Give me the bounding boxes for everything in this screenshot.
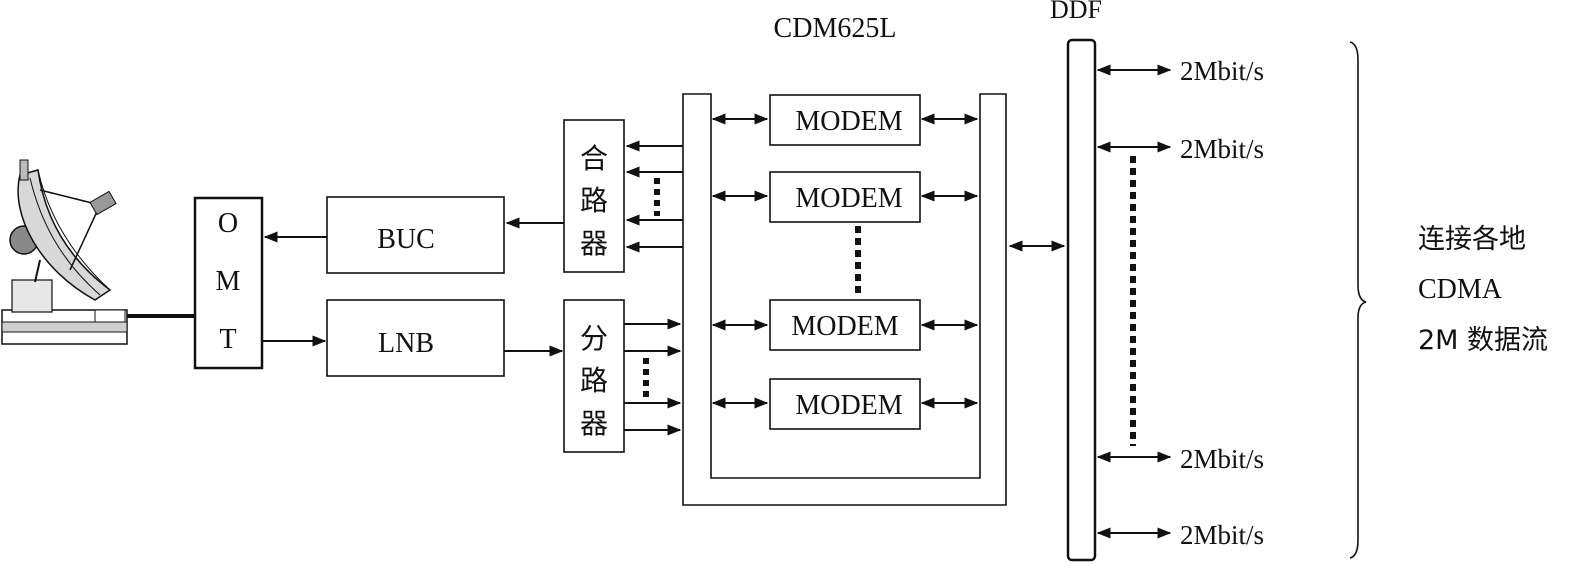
right-brace bbox=[1349, 41, 1367, 559]
rate-row-4: 2Mbit/s bbox=[1096, 520, 1264, 550]
modem-3: MODEM bbox=[711, 299, 979, 351]
svg-text:2Mbit/s: 2Mbit/s bbox=[1180, 444, 1264, 474]
omt-letter-m: M bbox=[216, 266, 241, 297]
lnb-block: LNB bbox=[326, 299, 505, 377]
svg-text:MODEM: MODEM bbox=[791, 311, 898, 342]
cdm625l-chassis bbox=[682, 93, 1007, 506]
buc-block: BUC bbox=[326, 196, 505, 274]
side-note-line-1: 连接各地 bbox=[1418, 224, 1526, 255]
ddf-panel bbox=[1066, 38, 1097, 562]
svg-text:分: 分 bbox=[580, 322, 608, 355]
omt-letter-o: O bbox=[218, 208, 238, 239]
svg-text:路: 路 bbox=[580, 364, 608, 397]
ddf-label: DDF bbox=[1050, 0, 1102, 24]
rate-row-2: 2Mbit/s bbox=[1096, 134, 1264, 164]
modem-2: MODEM bbox=[711, 171, 979, 223]
svg-text:路: 路 bbox=[580, 184, 608, 217]
svg-text:LNB: LNB bbox=[378, 328, 434, 359]
svg-text:器: 器 bbox=[580, 227, 608, 260]
splitter-block: 分 路 器 bbox=[563, 299, 625, 453]
side-note-line-2: CDMA bbox=[1418, 274, 1503, 305]
svg-text:MODEM: MODEM bbox=[795, 390, 902, 421]
omt-letter-t: T bbox=[219, 324, 236, 355]
omt-block: O M T bbox=[193, 196, 264, 370]
side-note-line-3: 2M 数据流 bbox=[1418, 325, 1548, 356]
combiner-input-arrows bbox=[625, 140, 683, 253]
svg-text:2Mbit/s: 2Mbit/s bbox=[1180, 56, 1264, 86]
satellite-dish-icon bbox=[1, 159, 196, 345]
rate-row-3: 2Mbit/s bbox=[1096, 444, 1264, 474]
svg-text:合: 合 bbox=[580, 142, 608, 175]
combiner-block: 合 路 器 bbox=[563, 119, 625, 273]
svg-text:MODEM: MODEM bbox=[795, 183, 902, 214]
splitter-output-arrows bbox=[624, 318, 682, 436]
modem-4: MODEM bbox=[711, 378, 979, 430]
rate-row-1: 2Mbit/s bbox=[1096, 56, 1264, 86]
svg-text:器: 器 bbox=[580, 407, 608, 440]
svg-text:BUC: BUC bbox=[377, 224, 435, 255]
modem-1: MODEM bbox=[711, 94, 979, 146]
chassis-title: CDM625L bbox=[774, 13, 897, 44]
svg-text:2Mbit/s: 2Mbit/s bbox=[1180, 134, 1264, 164]
svg-text:MODEM: MODEM bbox=[795, 106, 902, 137]
svg-text:2Mbit/s: 2Mbit/s bbox=[1180, 520, 1264, 550]
